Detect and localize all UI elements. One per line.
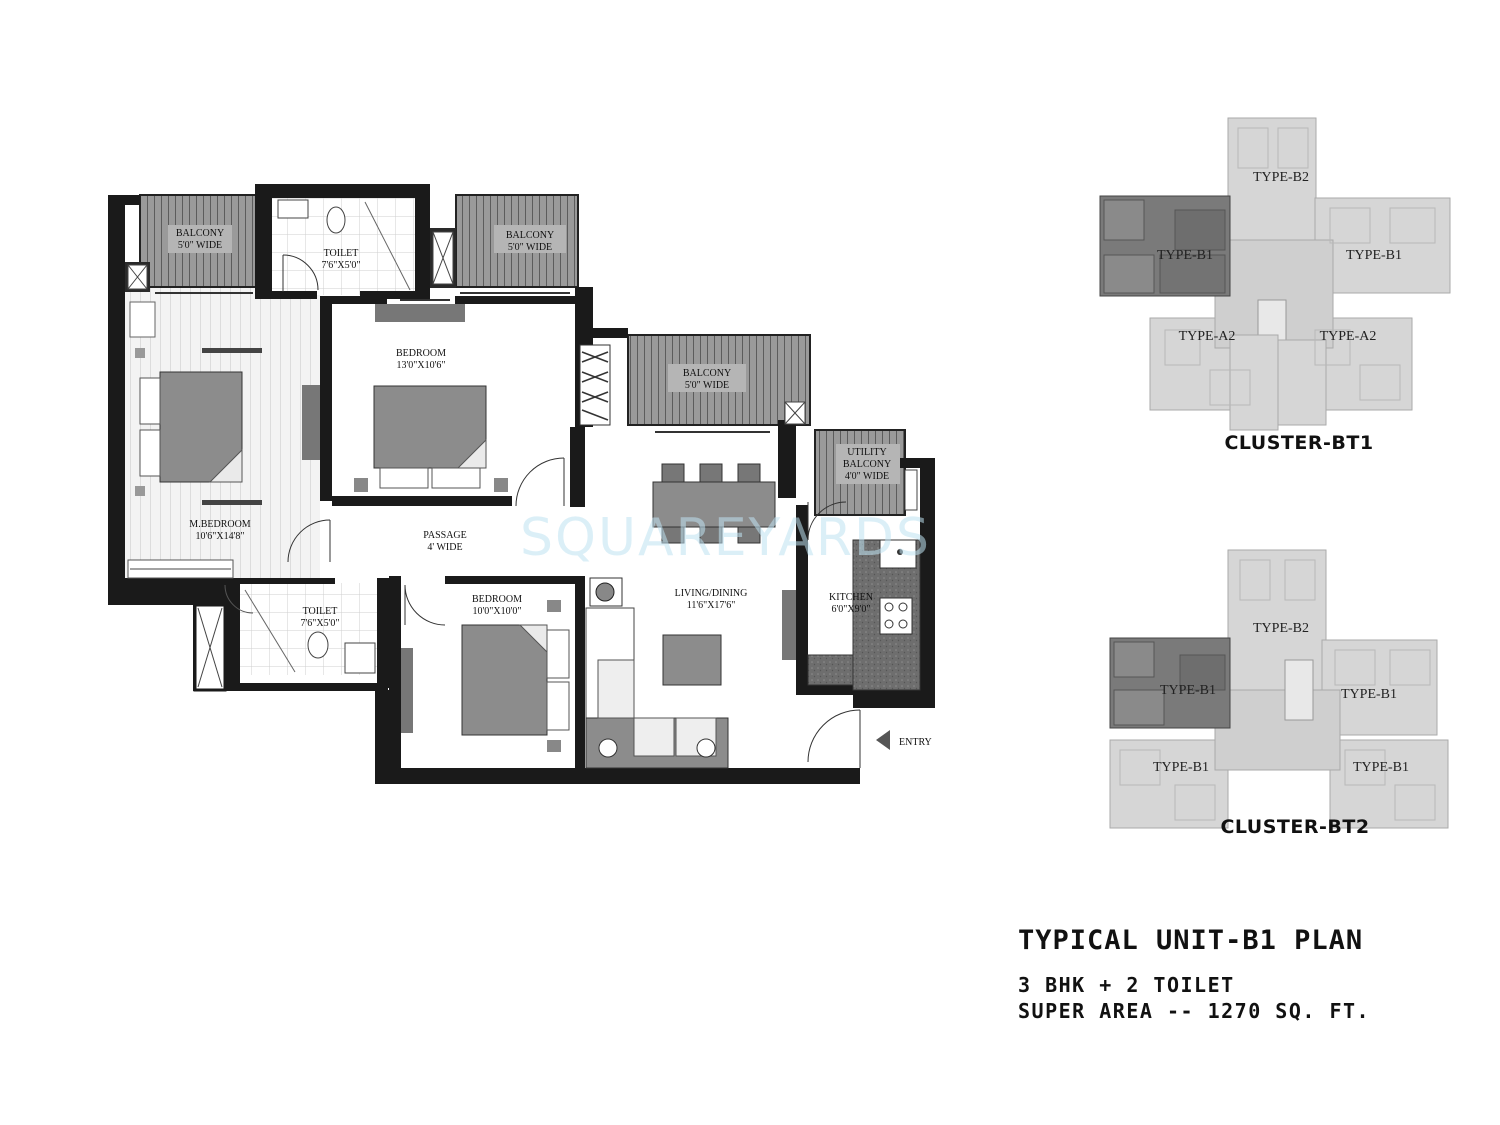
balcony-mid-size: 5'0" WIDE <box>508 242 552 253</box>
cluster-bt1-diagram: TYPE-B2 TYPE-B1 TYPE-B1 TYPE-A2 TYPE-A2 … <box>1099 117 1451 454</box>
cluster-bt2-diagram: TYPE-B2 TYPE-B1 TYPE-B1 TYPE-B1 TYPE-B1 … <box>1109 549 1449 838</box>
furniture <box>127 199 921 769</box>
bt2-type-1: TYPE-B1 <box>1160 683 1216 698</box>
bedroom-2-size: 13'0"X10'6" <box>397 360 446 371</box>
bedroom-3-size: 10'0"X10'0" <box>473 606 522 617</box>
bedroom-3-name: BEDROOM <box>472 594 522 605</box>
toilet-top-name: TOILET <box>324 248 359 259</box>
bt2-type-4: TYPE-B1 <box>1353 760 1409 775</box>
plan-config: 3 BHK + 2 TOILET <box>1018 973 1235 997</box>
balcony-mid-name: BALCONY <box>506 230 554 241</box>
coffee-table <box>662 634 722 686</box>
balcony-right <box>627 334 811 426</box>
bedroom-2-name: BEDROOM <box>396 348 446 359</box>
label-pad-balcony-right <box>668 364 746 392</box>
balcony-left-name: BALCONY <box>176 228 224 239</box>
bt1-type-4: TYPE-A2 <box>1320 329 1377 344</box>
label-pad-balcony-left <box>168 225 232 253</box>
balcony-right-size: 5'0" WIDE <box>685 380 729 391</box>
utility-size: 4'0" WIDE <box>845 471 889 482</box>
balcony-right-name: BALCONY <box>683 368 731 379</box>
toilet-top-size: 7'6"X5'0" <box>322 260 361 271</box>
cluster-bt1-title: CLUSTER-BT1 <box>1224 432 1373 454</box>
living-dining-size: 11'6"X17'6" <box>687 600 736 611</box>
doors <box>224 254 861 768</box>
passage-name: PASSAGE <box>423 530 467 541</box>
living-dining-name: LIVING/DINING <box>675 588 748 599</box>
kitchen-size: 6'0"X9'0" <box>832 604 871 615</box>
bt1-type-3: TYPE-A2 <box>1179 329 1236 344</box>
passage-size: 4' WIDE <box>427 542 462 553</box>
bt1-type-2: TYPE-B1 <box>1346 248 1402 263</box>
title-block: TYPICAL UNIT-B1 PLAN 3 BHK + 2 TOILET SU… <box>1018 925 1370 1024</box>
balcony-left-size: 5'0" WIDE <box>178 240 222 251</box>
utility-line2: BALCONY <box>843 459 891 470</box>
utility-line1: UTILITY <box>847 447 886 458</box>
label-pad-utility <box>836 444 900 484</box>
watermark: SQUAREYARDS <box>520 508 932 568</box>
label-pad-balcony-mid <box>494 225 566 253</box>
entry-arrow-icon <box>876 730 890 750</box>
bt2-type-2: TYPE-B1 <box>1341 687 1397 702</box>
master-bedroom-name: M.BEDROOM <box>189 519 251 530</box>
shafts <box>127 231 918 511</box>
bedroom-3-bed <box>461 624 548 736</box>
bt1-type-1: TYPE-B1 <box>1157 248 1213 263</box>
bt2-type-0: TYPE-B2 <box>1253 621 1309 636</box>
plan-area: SUPER AREA -- 1270 SQ. FT. <box>1018 999 1371 1023</box>
bedroom-2-bed <box>373 385 487 469</box>
toilet-bottom-name: TOILET <box>303 606 338 617</box>
kitchen-name: KITCHEN <box>829 592 873 603</box>
bt2-type-3: TYPE-B1 <box>1153 760 1209 775</box>
plan-heading: TYPICAL UNIT-B1 PLAN <box>1018 925 1364 956</box>
sliding-doors <box>155 292 770 433</box>
dining-table <box>652 481 776 528</box>
entry-label: ENTRY <box>899 737 932 748</box>
bt1-type-0: TYPE-B2 <box>1253 170 1309 185</box>
toilet-bottom-size: 7'6"X5'0" <box>301 618 340 629</box>
master-bedroom-size: 10'6"X14'8" <box>196 531 245 542</box>
walls <box>108 184 935 784</box>
cluster-bt2-title: CLUSTER-BT2 <box>1220 816 1369 838</box>
room-labels: BALCONY 5'0" WIDE TOILET 7'6"X5'0" BALCO… <box>176 228 891 629</box>
